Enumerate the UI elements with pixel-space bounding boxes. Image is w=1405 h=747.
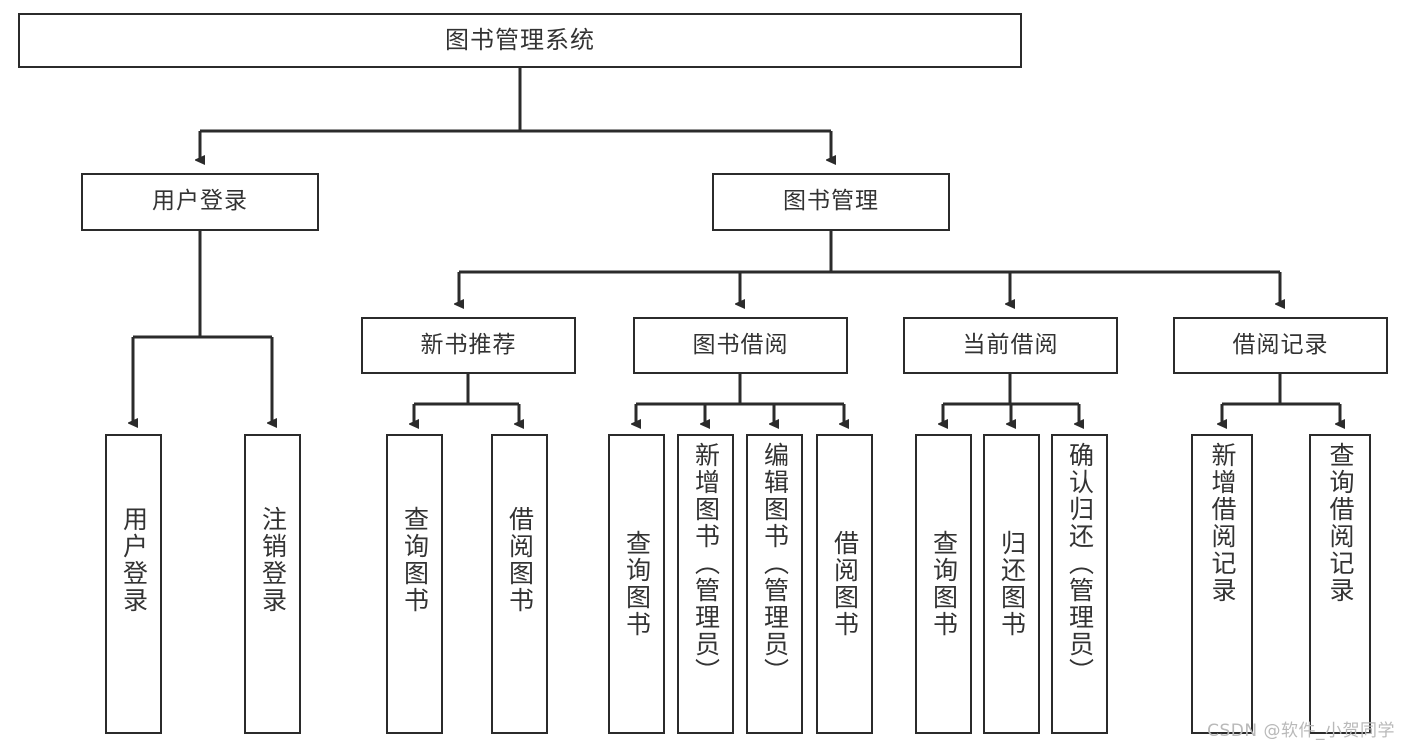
node-label: 归还图书 (997, 530, 1027, 638)
node-label: 图书管理系统 (445, 26, 595, 55)
node-label: 借阅记录 (1232, 331, 1329, 358)
node-label: 新增借阅记录 (1208, 442, 1237, 604)
node-label: 用户登录 (152, 188, 248, 215)
node-label: 注销登录 (258, 506, 288, 614)
watermark-text: CSDN @软件_小贺同学 (1207, 721, 1395, 741)
node-leaf-query-borrow-record[interactable]: 查询借阅记录 (1309, 434, 1371, 734)
node-leaf-query-book-current[interactable]: 查询图书 (915, 434, 972, 734)
node-leaf-logout[interactable]: 注销登录 (244, 434, 301, 734)
node-borrow-records[interactable]: 借阅记录 (1173, 317, 1388, 374)
node-leaf-user-login[interactable]: 用户登录 (105, 434, 162, 734)
node-label: 当前借阅 (962, 331, 1059, 358)
node-label: 确认归还（管理员） (1065, 442, 1095, 685)
node-label: 查询图书 (929, 530, 959, 638)
node-leaf-borrow-book-recommend[interactable]: 借阅图书 (491, 434, 548, 734)
node-label: 借阅图书 (505, 506, 535, 614)
node-label: 图书管理 (783, 188, 879, 215)
node-leaf-return-book[interactable]: 归还图书 (983, 434, 1040, 734)
node-book-borrow[interactable]: 图书借阅 (633, 317, 848, 374)
node-label: 编辑图书（管理员） (760, 442, 790, 685)
node-leaf-query-book-borrow[interactable]: 查询图书 (608, 434, 665, 734)
node-leaf-query-book-recommend[interactable]: 查询图书 (386, 434, 443, 734)
node-leaf-add-book-admin[interactable]: 新增图书（管理员） (677, 434, 734, 734)
node-new-book-recommend[interactable]: 新书推荐 (361, 317, 576, 374)
node-user-login[interactable]: 用户登录 (81, 173, 319, 231)
node-label: 图书借阅 (692, 331, 789, 358)
node-label: 借阅图书 (830, 530, 860, 638)
node-book-management-system[interactable]: 图书管理系统 (18, 13, 1022, 68)
node-label: 新书推荐 (420, 331, 517, 358)
node-label: 查询图书 (400, 506, 430, 614)
node-leaf-add-borrow-record[interactable]: 新增借阅记录 (1191, 434, 1253, 734)
node-leaf-confirm-return-admin[interactable]: 确认归还（管理员） (1051, 434, 1108, 734)
node-label: 新增图书（管理员） (691, 442, 721, 685)
node-label: 查询图书 (622, 530, 652, 638)
node-label: 查询借阅记录 (1326, 442, 1355, 604)
node-leaf-borrow-book[interactable]: 借阅图书 (816, 434, 873, 734)
node-book-management[interactable]: 图书管理 (712, 173, 950, 231)
node-leaf-edit-book-admin[interactable]: 编辑图书（管理员） (746, 434, 803, 734)
node-current-borrow[interactable]: 当前借阅 (903, 317, 1118, 374)
node-label: 用户登录 (119, 506, 149, 614)
